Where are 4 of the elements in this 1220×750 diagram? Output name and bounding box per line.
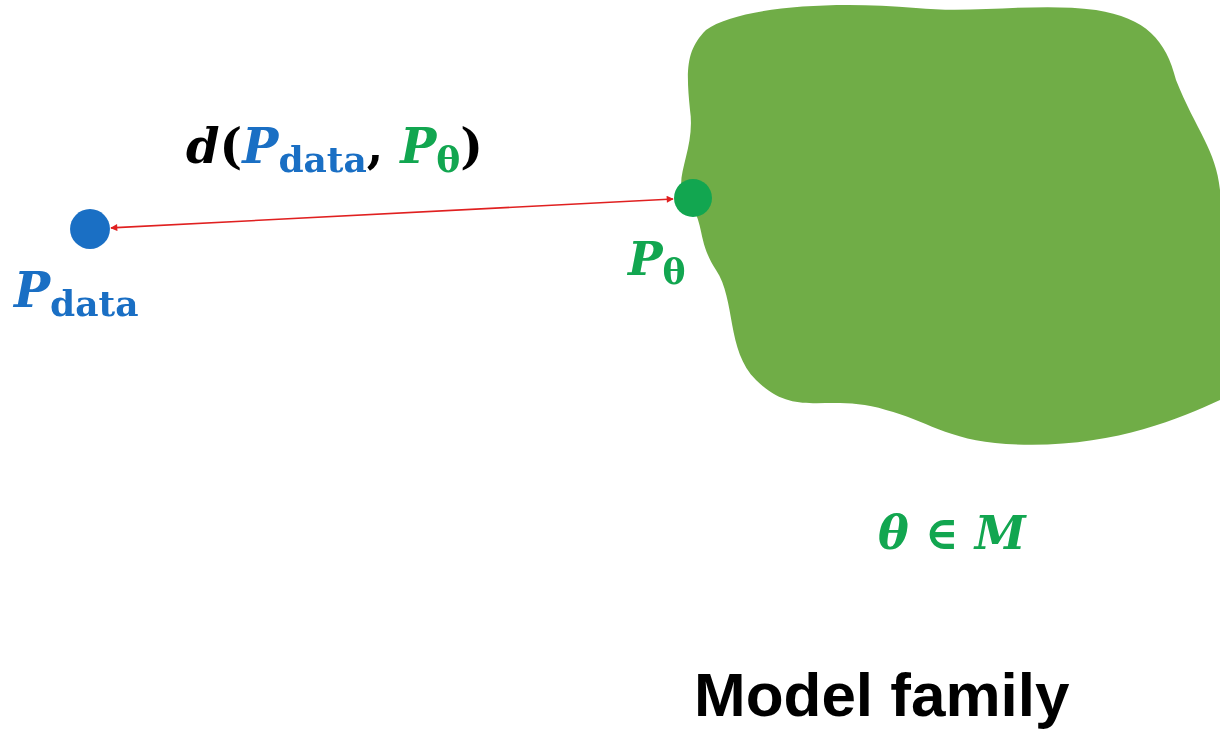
point-marker xyxy=(673,178,713,218)
double-arrow xyxy=(110,195,674,232)
point-marker xyxy=(69,208,111,250)
math-label: θ ∈ M xyxy=(878,510,1026,556)
